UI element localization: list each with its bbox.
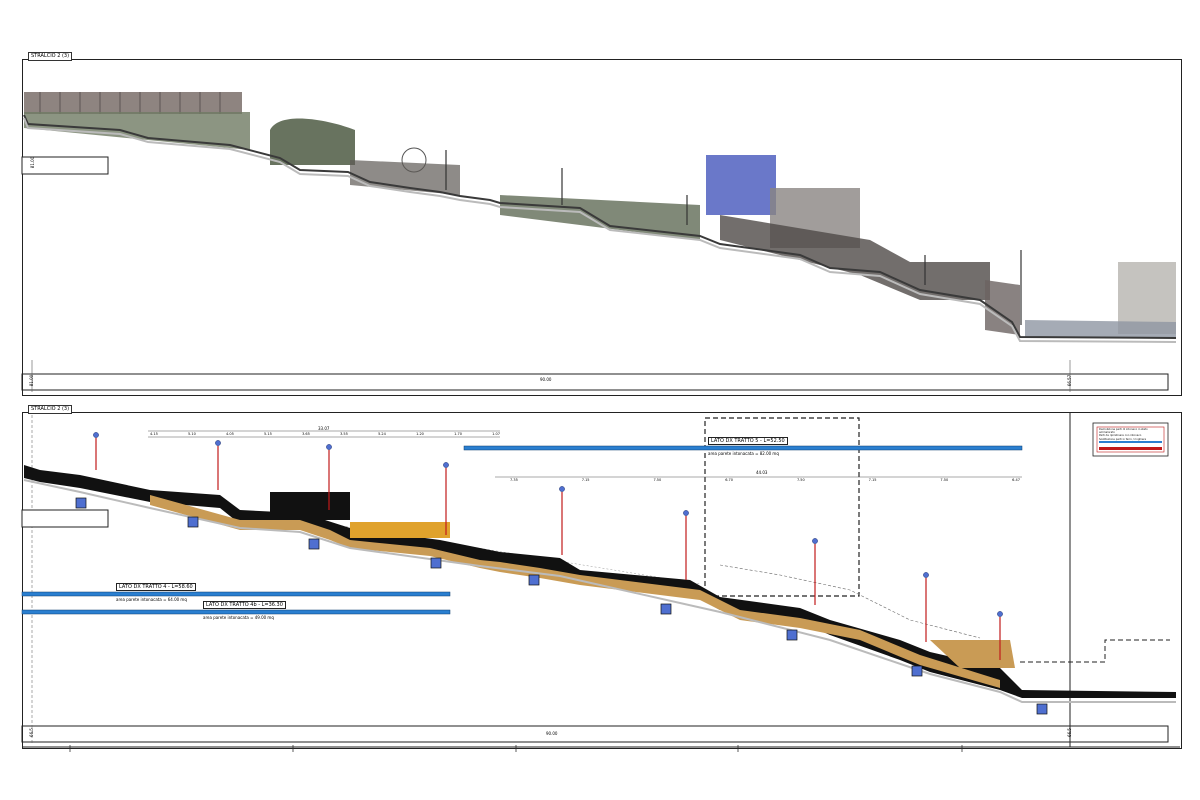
dim-part: 3.55 bbox=[340, 432, 348, 436]
dim-mid-total: 44.03 bbox=[756, 470, 768, 475]
bar-tratto-5 bbox=[463, 445, 1023, 451]
dim-part: 4.05 bbox=[226, 432, 234, 436]
black-wall bbox=[270, 492, 350, 520]
legend-item: Parti da ripristinare con intonaco bbox=[1099, 434, 1142, 438]
dim-part: 5.10 bbox=[188, 432, 196, 436]
bar-tratto-4-note: area parete intonacata = 64.00 mq bbox=[116, 597, 187, 602]
legend-text: Demolizione parti di intonaco in stato a… bbox=[1099, 428, 1163, 441]
bar-tratto-5-title: LATO DX TRATTO 5 - L=52.50 bbox=[708, 437, 788, 445]
dim-part: 5.24 bbox=[378, 432, 386, 436]
top-dimension-label: 90.00 bbox=[540, 377, 552, 382]
top-section-tag: STRALCIO 2 (3) bbox=[28, 52, 73, 61]
dim-part: 6.47 bbox=[1012, 478, 1020, 482]
dim-top-parts: 4.15 5.10 4.05 5.15 3.65 3.55 5.24 1.20 … bbox=[150, 432, 500, 436]
bottom-left-level: 66.5 bbox=[28, 728, 34, 737]
marker-squares bbox=[75, 497, 1048, 715]
bar-tratto-5-note: area parete intonacata = 82.00 mq bbox=[708, 451, 779, 456]
bar-tratto-4-title: LATO DX TRATTO 4 - L=58.60 bbox=[116, 583, 196, 591]
dim-part: 6.70 bbox=[725, 478, 733, 482]
dim-mid-parts: 7.35 7.15 7.50 6.70 7.50 7.15 7.50 6.47 bbox=[510, 478, 1020, 482]
legend-box bbox=[1092, 422, 1169, 457]
bar-tratto-4b-note: area parete intonacata = 49.00 mq bbox=[203, 615, 274, 620]
dim-top-total: 33.07 bbox=[318, 426, 330, 431]
dim-part: 5.15 bbox=[264, 432, 272, 436]
dim-part: 7.50 bbox=[940, 478, 949, 482]
dim-part: 1.20 bbox=[416, 432, 424, 436]
legend-item: Demolizione parti di intonaco in stato a… bbox=[1099, 428, 1148, 435]
bottom-right-level: 66.5 bbox=[1066, 728, 1072, 737]
bar-tratto-4b-title: LATO DX TRATTO 4b - L=36.30 bbox=[203, 601, 286, 609]
ochre-wall bbox=[350, 522, 450, 538]
bottom-section-tag: STRALCIO 2 (3) bbox=[28, 405, 73, 414]
bar-tratto-4 bbox=[21, 591, 451, 597]
dim-part: 7.15 bbox=[581, 478, 590, 482]
bar-tratto-4b bbox=[21, 609, 451, 615]
dim-part: 3.65 bbox=[302, 432, 310, 436]
dim-part: 7.15 bbox=[868, 478, 877, 482]
blue-building bbox=[706, 155, 776, 215]
dim-part: 1.70 bbox=[454, 432, 462, 436]
dim-part: 7.50 bbox=[796, 478, 805, 482]
pergola-structure bbox=[24, 92, 242, 114]
legend-item: Sostituzione parti in ferro / ringhiera bbox=[1099, 437, 1147, 441]
dim-part: 1.07 bbox=[492, 432, 500, 436]
intervention-zone bbox=[704, 417, 860, 597]
dim-part: 7.50 bbox=[653, 478, 662, 482]
lamp-posts bbox=[93, 432, 1003, 660]
bottom-dimension-label: 90.00 bbox=[546, 731, 558, 736]
dim-part: 4.15 bbox=[150, 432, 158, 436]
dim-part: 7.35 bbox=[510, 478, 518, 482]
ground-profile-top bbox=[23, 114, 1177, 339]
